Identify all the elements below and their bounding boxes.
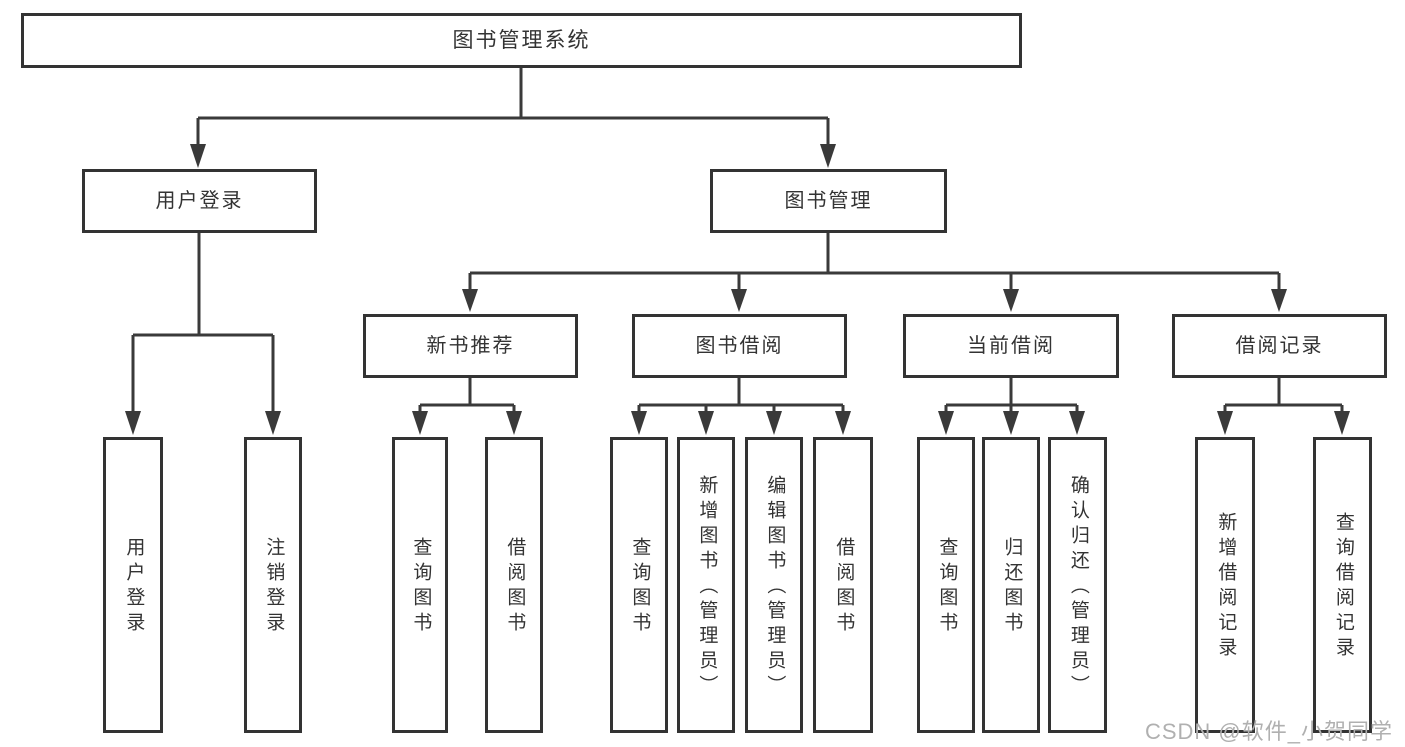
leaf-user-login: 用户登录	[103, 437, 163, 733]
leaf-query-books-current: 查询图书	[917, 437, 975, 733]
leaf-borrow-books-recommend: 借阅图书	[485, 437, 543, 733]
leaf-add-borrow-record: 新增借阅记录	[1195, 437, 1255, 733]
leaf-return-books: 归还图书	[982, 437, 1040, 733]
node-new-book-recommend: 新书推荐	[363, 314, 578, 378]
leaf-logout: 注销登录	[244, 437, 302, 733]
node-library-system: 图书管理系统	[21, 13, 1022, 68]
leaf-add-books-admin: 新增图书（管理员）	[677, 437, 735, 733]
node-current-borrowing: 当前借阅	[903, 314, 1119, 378]
node-book-borrowing: 图书借阅	[632, 314, 847, 378]
leaf-query-borrow-record: 查询借阅记录	[1313, 437, 1372, 733]
leaf-confirm-return-admin: 确认归还（管理员）	[1048, 437, 1107, 733]
node-user-login-group: 用户登录	[82, 169, 317, 233]
leaf-borrow-books: 借阅图书	[813, 437, 873, 733]
leaf-query-books-borrowing: 查询图书	[610, 437, 668, 733]
watermark: CSDN @软件_小贺同学	[1144, 719, 1393, 744]
leaf-query-books-recommend: 查询图书	[392, 437, 448, 733]
node-borrowing-records: 借阅记录	[1172, 314, 1387, 378]
node-book-management: 图书管理	[710, 169, 947, 233]
leaf-edit-books-admin: 编辑图书（管理员）	[745, 437, 803, 733]
